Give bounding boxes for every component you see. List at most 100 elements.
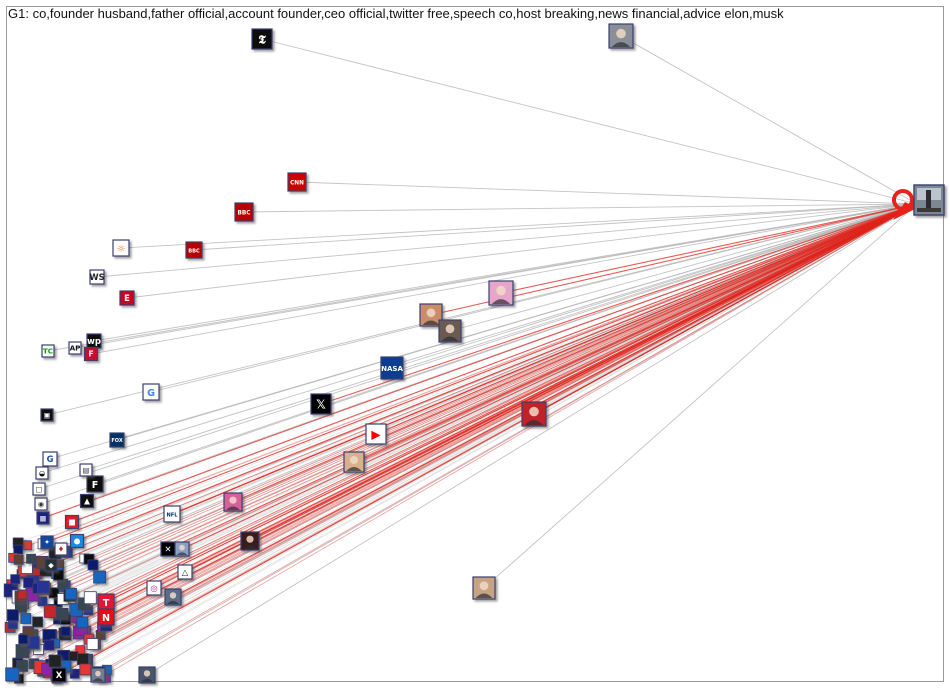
cluster-node[interactable] bbox=[76, 653, 89, 666]
node-red-art[interactable] bbox=[521, 401, 547, 427]
node-tesla[interactable]: T bbox=[97, 593, 115, 611]
node-cnn[interactable]: CNN bbox=[287, 172, 307, 192]
node-small-logo-12[interactable]: ♦ bbox=[54, 542, 68, 556]
cluster-node[interactable] bbox=[26, 553, 36, 564]
node-woman-portrait[interactable] bbox=[438, 319, 462, 343]
node-suit-man[interactable] bbox=[164, 588, 182, 606]
node-blonde-portrait[interactable] bbox=[343, 451, 365, 473]
node-small-logo-13[interactable]: ◆ bbox=[44, 558, 58, 572]
cluster-node[interactable] bbox=[93, 570, 107, 584]
cluster-node[interactable] bbox=[69, 668, 80, 679]
cluster-node[interactable] bbox=[83, 591, 97, 605]
node-box bbox=[79, 493, 95, 509]
cluster-node[interactable] bbox=[32, 616, 44, 628]
node-ap[interactable]: AP bbox=[68, 341, 82, 355]
flame-logo-icon: △ bbox=[182, 567, 189, 577]
node-xai[interactable]: ✕ bbox=[160, 541, 176, 557]
node-fox-news[interactable]: F bbox=[83, 346, 99, 362]
cluster-node[interactable] bbox=[16, 659, 28, 672]
cluster-node[interactable] bbox=[87, 559, 99, 571]
node-small-logo-11[interactable]: ✦ bbox=[40, 535, 54, 549]
node-bottom-portrait-2[interactable] bbox=[138, 666, 156, 684]
node-small-logo-3[interactable]: ◒ bbox=[35, 466, 49, 480]
edge-cluster bbox=[79, 203, 918, 633]
edge-cluster bbox=[106, 203, 918, 671]
node-netflix[interactable]: N bbox=[97, 608, 115, 626]
cluster-node[interactable] bbox=[43, 604, 57, 618]
cluster-node[interactable] bbox=[17, 589, 28, 600]
node-flame-logo[interactable]: △ bbox=[177, 564, 193, 580]
cluster-node[interactable] bbox=[36, 580, 50, 594]
node-small-logo-7[interactable]: ◉ bbox=[34, 497, 48, 511]
node-box bbox=[83, 346, 99, 362]
cluster-node[interactable] bbox=[37, 596, 48, 607]
cluster-node[interactable] bbox=[86, 638, 99, 650]
cluster-node[interactable] bbox=[20, 613, 32, 624]
cluster-node[interactable] bbox=[68, 651, 79, 662]
cluster-node[interactable] bbox=[26, 636, 40, 649]
node-small-logo-4[interactable]: ▤ bbox=[79, 463, 93, 477]
logo-icon: ✦ bbox=[44, 538, 50, 547]
node-fox-news-2[interactable]: FOX bbox=[109, 432, 125, 448]
cluster-node[interactable] bbox=[57, 578, 69, 590]
hub-node-elonmusk[interactable] bbox=[892, 184, 945, 220]
cluster-node[interactable] bbox=[95, 630, 106, 640]
edge-cluster bbox=[85, 203, 918, 632]
cluster-node[interactable] bbox=[56, 607, 69, 620]
cluster-node[interactable] bbox=[10, 574, 21, 585]
node-instagram[interactable]: ◎ bbox=[146, 580, 162, 596]
node-small-logo-2[interactable]: G bbox=[42, 451, 58, 467]
cluster-node[interactable] bbox=[5, 667, 20, 682]
node-espn-e[interactable]: E bbox=[119, 290, 135, 306]
node-small-logo-8[interactable]: ▦ bbox=[36, 511, 50, 525]
node-box bbox=[51, 667, 67, 683]
node-wsj[interactable]: WS bbox=[89, 269, 105, 285]
node-box bbox=[68, 341, 82, 355]
node-spacex-person[interactable] bbox=[174, 541, 190, 557]
cluster-node[interactable] bbox=[60, 626, 71, 637]
edge-cluster bbox=[98, 203, 918, 674]
node-small-logo-6[interactable]: ● bbox=[69, 533, 85, 549]
node-trump[interactable] bbox=[419, 303, 443, 327]
node-x-platform[interactable]: 𝕏 bbox=[310, 393, 332, 415]
node-small-logo-5[interactable]: ■ bbox=[64, 514, 80, 530]
cluster-node[interactable] bbox=[18, 634, 29, 645]
cluster-node[interactable] bbox=[13, 544, 24, 555]
node-nytimes[interactable]: 𝕿 bbox=[251, 28, 273, 50]
cluster-node[interactable] bbox=[53, 569, 64, 581]
cluster-node[interactable] bbox=[23, 577, 35, 588]
node-small-logo-1[interactable]: ▣ bbox=[40, 408, 54, 422]
node-profile-man-bw[interactable] bbox=[608, 23, 634, 49]
logo-icon: ▤ bbox=[83, 466, 90, 475]
node-youtube[interactable]: ▶ bbox=[365, 423, 387, 445]
node-small-logo-14[interactable]: X bbox=[51, 667, 67, 683]
edge-small-logo-14 bbox=[58, 203, 918, 676]
node-bbc-breaking[interactable]: BBC bbox=[185, 241, 203, 259]
node-small-logo-9[interactable]: □ bbox=[32, 482, 46, 496]
cluster-node[interactable] bbox=[76, 616, 89, 629]
node-modi[interactable] bbox=[472, 576, 496, 600]
node-pink-woman[interactable] bbox=[223, 492, 243, 512]
node-pink-portrait[interactable] bbox=[488, 280, 514, 306]
cluster-node[interactable] bbox=[43, 639, 55, 651]
node-bottom-portrait-1[interactable] bbox=[90, 667, 106, 683]
cluster-node[interactable] bbox=[48, 654, 62, 668]
node-small-logo-10[interactable]: ▲ bbox=[79, 493, 95, 509]
node-washington-post[interactable]: wp bbox=[86, 333, 102, 349]
node-nasa[interactable]: NASA bbox=[380, 356, 404, 380]
node-dark-red-portrait[interactable] bbox=[240, 531, 260, 551]
node-forbes[interactable]: F bbox=[86, 475, 104, 493]
cluster-node[interactable] bbox=[6, 609, 19, 622]
node-bbc-news-world[interactable]: BBC bbox=[234, 202, 254, 222]
edge-cluster bbox=[12, 203, 918, 616]
cluster-node[interactable] bbox=[13, 554, 24, 565]
edge-cluster bbox=[85, 203, 918, 670]
cluster-node[interactable] bbox=[21, 540, 32, 551]
node-techcrunch[interactable]: TC bbox=[41, 344, 55, 358]
cluster-node[interactable] bbox=[79, 663, 92, 676]
node-nfl[interactable]: NFL bbox=[163, 505, 181, 523]
node-google[interactable]: G bbox=[142, 383, 160, 401]
node-sun-circle[interactable]: ☼ bbox=[112, 239, 130, 257]
hub-node-group bbox=[892, 184, 945, 220]
cluster-node[interactable] bbox=[65, 587, 77, 600]
